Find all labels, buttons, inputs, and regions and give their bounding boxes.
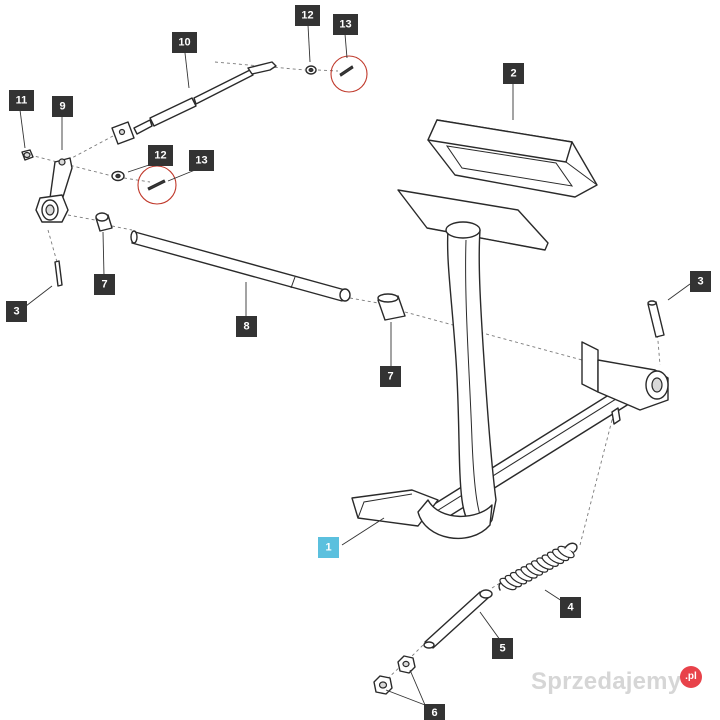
watermark-badge: .pl — [680, 666, 702, 688]
callout-3-right[interactable]: 3 — [690, 271, 711, 292]
part-9-lever — [35, 157, 73, 223]
callout-3-left-label: 3 — [13, 306, 19, 318]
part-13-mid-pin — [147, 179, 166, 191]
callout-8[interactable]: 8 — [236, 316, 257, 337]
callout-4[interactable]: 4 — [560, 597, 581, 618]
callout-10[interactable]: 10 — [172, 32, 197, 53]
callout-6-label: 6 — [431, 707, 437, 719]
callout-13-mid-label: 13 — [195, 155, 207, 167]
highlight-circle-13-top — [330, 55, 368, 93]
callout-12-mid[interactable]: 12 — [148, 145, 173, 166]
watermark-text: Sprzedajemy — [531, 668, 682, 695]
part-10-linkage — [111, 61, 277, 145]
part-5-rod — [423, 589, 493, 649]
callout-5-label: 5 — [499, 643, 505, 655]
part-2-pedal-pad — [427, 119, 598, 198]
callout-1[interactable]: 1 — [318, 537, 339, 558]
callout-6[interactable]: 6 — [424, 704, 445, 720]
callout-13-mid[interactable]: 13 — [189, 150, 214, 171]
part-3-left-pin — [54, 260, 63, 287]
callout-1-label: 1 — [325, 542, 331, 554]
callout-tags: 1 2 3 3 4 5 6 7 — [6, 5, 711, 720]
part-4-spring — [498, 542, 578, 591]
part-7-bushing-mid — [377, 293, 406, 321]
callout-3-right-label: 3 — [697, 276, 703, 288]
callout-1-box — [318, 537, 339, 558]
callout-13-top-label: 13 — [339, 19, 351, 31]
part-6-nuts — [373, 655, 416, 695]
part-13-top-pin — [339, 65, 354, 77]
callout-12-top[interactable]: 12 — [295, 5, 320, 26]
callout-10-label: 10 — [178, 37, 190, 49]
callout-2-label: 2 — [510, 68, 516, 80]
callout-7-mid-label: 7 — [387, 371, 393, 383]
callout-4-label: 4 — [567, 602, 574, 614]
callout-7-left[interactable]: 7 — [94, 274, 115, 295]
part-3-right-pin — [647, 300, 665, 338]
callout-9-label: 9 — [59, 101, 65, 113]
callout-12-mid-label: 12 — [154, 150, 166, 162]
part-7-bushing-left — [95, 212, 113, 232]
part-11-clip — [21, 149, 34, 161]
callout-8-label: 8 — [243, 321, 249, 333]
part-1-pedal-assembly — [351, 221, 669, 540]
callout-11[interactable]: 11 — [9, 90, 34, 111]
callout-9[interactable]: 9 — [52, 96, 73, 117]
callout-5[interactable]: 5 — [492, 638, 513, 659]
part-12-top-washer — [305, 65, 317, 75]
part-12-mid-washer — [111, 170, 125, 182]
callout-13-top[interactable]: 13 — [333, 14, 358, 35]
callout-7-left-label: 7 — [101, 279, 107, 291]
part-8-shaft — [130, 230, 351, 302]
callout-12-top-label: 12 — [301, 10, 313, 22]
callout-2[interactable]: 2 — [503, 63, 524, 84]
callout-3-left[interactable]: 3 — [6, 301, 27, 322]
callout-7-mid[interactable]: 7 — [380, 366, 401, 387]
callout-11-label: 11 — [16, 95, 28, 107]
